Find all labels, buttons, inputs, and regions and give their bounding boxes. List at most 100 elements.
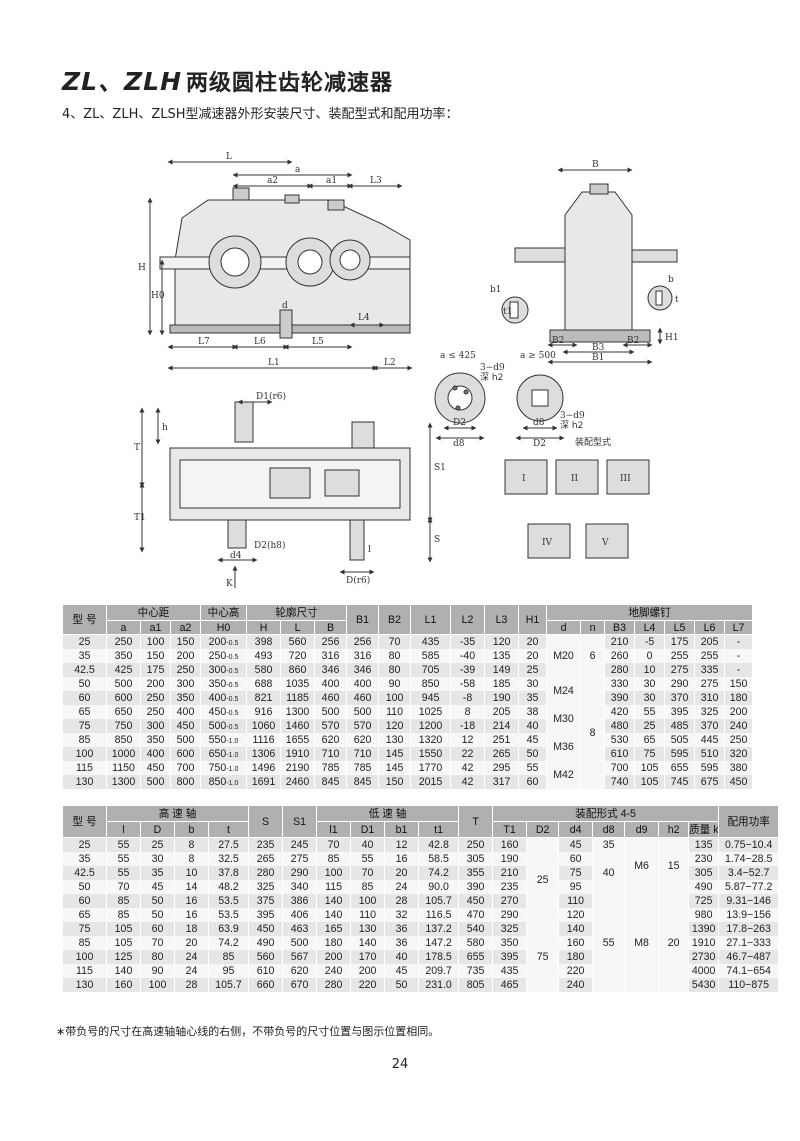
cell-h2: 20 xyxy=(658,894,690,992)
cell-l: 105 xyxy=(106,936,141,950)
cell-a: 750 xyxy=(106,719,141,733)
cell-L1: 705 xyxy=(410,663,452,677)
cell-bolt-d: M42 xyxy=(546,761,582,789)
cell-D: 70 xyxy=(140,936,175,950)
col-H0: H0 xyxy=(200,620,248,635)
cell-power: 13.9−156 xyxy=(718,908,780,922)
cell-t: 105.7 xyxy=(207,978,250,992)
cell-L5: 505 xyxy=(664,733,696,747)
cell-T1: 160 xyxy=(492,837,528,852)
col-d: d xyxy=(546,620,582,635)
col-a: a xyxy=(106,620,141,635)
cell-H0: 250-0.5 xyxy=(200,649,248,663)
h0-value: 350 xyxy=(208,678,227,690)
cell-a2: 250 xyxy=(169,663,202,677)
cell-D: 45 xyxy=(140,880,175,894)
form-2: II xyxy=(571,474,579,484)
cell-L4: 30 xyxy=(634,691,666,705)
cell-a1: 100 xyxy=(140,634,171,649)
cell-H1: 20 xyxy=(518,649,548,663)
cell-B3: 420 xyxy=(604,705,636,719)
cell-B: 500 xyxy=(314,705,348,719)
cell-model: 50 xyxy=(62,677,107,691)
cell-power: 1.74−28.5 xyxy=(718,852,780,866)
h0-tolerance: -0.5 xyxy=(226,696,239,703)
page-number: 24 xyxy=(391,1057,409,1072)
cell-t: 32.5 xyxy=(207,852,250,866)
cell-L5: 485 xyxy=(664,719,696,733)
cell-l: 55 xyxy=(106,837,141,852)
cell-L3: 317 xyxy=(484,775,520,789)
cell-H1: 55 xyxy=(518,761,548,775)
col-L4: L4 xyxy=(634,620,666,635)
title-chinese: 两级圆柱齿轮减速器 xyxy=(186,71,394,96)
cell-T: 580 xyxy=(458,936,494,950)
dim-a1: a1 xyxy=(326,176,337,186)
h0-value: 650 xyxy=(208,748,227,760)
cell-L5: 255 xyxy=(664,649,696,663)
cell-bolt-d: M24 xyxy=(546,677,582,705)
cell-T1: 395 xyxy=(492,950,528,964)
h0-tolerance: -1.0 xyxy=(226,738,239,745)
dim-h: h xyxy=(162,423,168,433)
dim-D2h8: D2(h8) xyxy=(254,540,286,551)
group-high-speed-shaft: 高 速 轴 xyxy=(105,805,250,822)
cell-L3: 120 xyxy=(484,634,520,649)
group-center-distance: 中心距 xyxy=(105,604,202,621)
h0-tolerance: -1.0 xyxy=(226,752,239,759)
cell-B: 785 xyxy=(314,761,348,775)
cell-b1: 50 xyxy=(384,978,420,992)
dim-D2-right: D2 xyxy=(533,439,546,449)
cell-B: 400 xyxy=(314,677,348,691)
cell-a1: 350 xyxy=(140,733,171,747)
dim-b1: b1 xyxy=(490,285,502,295)
dim-B: B xyxy=(592,160,599,170)
cell-a2: 350 xyxy=(169,691,202,705)
group-assembly-form: 装配形式 4-5 xyxy=(492,805,720,822)
dim-L1: L1 xyxy=(268,358,280,368)
cell-a: 1000 xyxy=(106,747,141,761)
form-1: I xyxy=(522,474,526,484)
cell-B3: 330 xyxy=(604,677,636,691)
cell-a: 1150 xyxy=(106,761,141,775)
cell-D: 30 xyxy=(140,852,175,866)
cell-model: 60 xyxy=(62,894,107,908)
cell-mass: 5430 xyxy=(688,978,720,992)
cell-t: 48.2 xyxy=(207,880,250,894)
cell-T1: 290 xyxy=(492,908,528,922)
cell-L3: 135 xyxy=(484,649,520,663)
cell-t: 53.5 xyxy=(207,894,250,908)
cell-mass: 230 xyxy=(688,852,720,866)
cell-model: 75 xyxy=(62,922,107,936)
col-B3: B3 xyxy=(604,620,636,635)
cell-t1: 209.7 xyxy=(418,964,460,978)
cell-L1: 945 xyxy=(410,691,452,705)
cell-L2: -58 xyxy=(450,677,486,691)
cell-H: 580 xyxy=(246,663,282,677)
cell-a2: 300 xyxy=(169,677,202,691)
cell-h2: 15 xyxy=(658,837,690,894)
cell-L2: -35 xyxy=(450,634,486,649)
cell-l1: 165 xyxy=(316,922,352,936)
cell-T1: 210 xyxy=(492,866,528,880)
cell-d8: 55 xyxy=(592,894,626,992)
dim-a: a xyxy=(295,165,301,175)
h0-value: 450 xyxy=(208,706,227,718)
cell-L7: 320 xyxy=(724,747,754,761)
cell-S1: 567 xyxy=(282,950,318,964)
cell-B2: 80 xyxy=(378,649,412,663)
cell-b1: 36 xyxy=(384,936,420,950)
cell-L1: 1025 xyxy=(410,705,452,719)
cell-l: 125 xyxy=(106,950,141,964)
cell-B3: 260 xyxy=(604,649,636,663)
cell-L4: 10 xyxy=(634,663,666,677)
cell-d9: M8 xyxy=(624,894,660,992)
cell-B2: 145 xyxy=(378,747,412,761)
cell-a: 650 xyxy=(106,705,141,719)
cell-model: 42.5 xyxy=(62,866,107,880)
cell-L7: - xyxy=(724,663,754,677)
group-outline: 轮廓尺寸 xyxy=(246,604,348,621)
col-t: t xyxy=(207,821,250,838)
